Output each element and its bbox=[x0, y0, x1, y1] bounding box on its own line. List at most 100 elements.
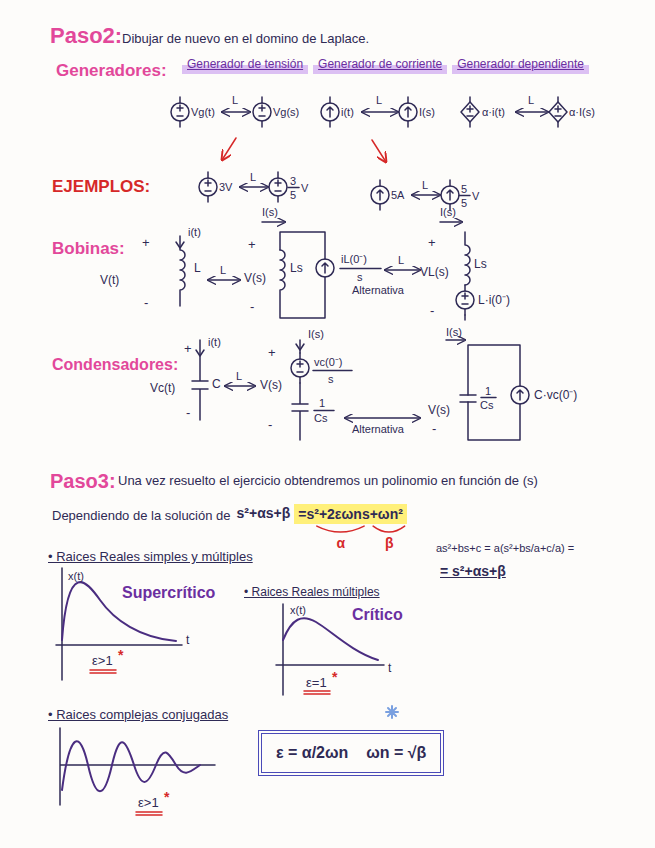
polarity-sign: - bbox=[268, 418, 272, 432]
drawn-path bbox=[90, 670, 116, 673]
drawn-use bbox=[456, 285, 474, 315]
drawn-line bbox=[208, 279, 240, 281]
drawn-line bbox=[345, 417, 420, 419]
response-charts bbox=[56, 568, 398, 815]
drawn-path bbox=[468, 345, 520, 395]
unit-label: V bbox=[301, 182, 308, 194]
step-text: Una vez resuelto el ejercicio obtendremo… bbox=[118, 474, 538, 488]
drawn-path bbox=[372, 140, 386, 162]
unit-label: V bbox=[472, 190, 479, 202]
fraction-numerator: 1 bbox=[485, 385, 491, 397]
inductor-circuits bbox=[176, 222, 474, 320]
formula-box: ε = α/2ωnωn = √β bbox=[258, 730, 444, 776]
laplace-label: L bbox=[220, 264, 226, 276]
drawn-line bbox=[362, 111, 398, 113]
note-text: Alternativa bbox=[352, 423, 404, 435]
fraction-denominator: s bbox=[357, 271, 363, 283]
laplace-label: L bbox=[376, 94, 382, 106]
fraction-numerator: 3 bbox=[290, 175, 296, 187]
current-label: I(s) bbox=[262, 206, 278, 218]
drawn-use bbox=[199, 172, 217, 202]
fraction-numerator: vc(0⁻) bbox=[314, 356, 342, 368]
drawn-use bbox=[399, 97, 417, 127]
drawn-use bbox=[291, 353, 309, 383]
polarity-sign: - bbox=[432, 422, 436, 436]
node-text: Generador dependiente bbox=[457, 58, 584, 72]
section-heading: Condensadores: bbox=[52, 356, 178, 374]
drawn-path bbox=[446, 339, 465, 341]
laplace-label: L bbox=[250, 171, 256, 183]
drawn-use bbox=[171, 97, 189, 127]
drawn-path bbox=[292, 383, 308, 440]
drawn-line bbox=[516, 111, 548, 113]
polarity-sign: + bbox=[268, 346, 276, 360]
header-band: Generador dependiente bbox=[452, 56, 589, 74]
current-label: I(s) bbox=[446, 326, 462, 338]
drawn-path bbox=[283, 618, 378, 660]
fraction-numerator: iL(0⁻) bbox=[341, 253, 367, 265]
drawn-path bbox=[176, 242, 184, 248]
voltage-label: VL(s) bbox=[420, 266, 449, 279]
component-value: Ls bbox=[474, 258, 487, 271]
node-text: ε = α/2ωn bbox=[276, 744, 348, 762]
drawn-use bbox=[441, 180, 459, 210]
formula-marks bbox=[317, 526, 405, 532]
component-value: L bbox=[194, 262, 201, 275]
axis-label: t bbox=[186, 634, 189, 647]
chart-title: Crítico bbox=[352, 606, 403, 624]
section-heading: EJEMPLOS: bbox=[52, 178, 150, 197]
asterisk-mark: * bbox=[118, 648, 123, 663]
polarity-sign: - bbox=[250, 300, 254, 314]
drawn-path bbox=[440, 221, 462, 223]
bracket-arc bbox=[317, 526, 364, 532]
fraction-denominator: Cs bbox=[314, 412, 327, 424]
step-heading: Paso3: bbox=[50, 470, 116, 492]
asterisk-mark: * bbox=[332, 670, 337, 685]
capacitor-circuits bbox=[192, 340, 529, 440]
voltage-label: V(s) bbox=[428, 404, 450, 417]
formula: s²+αs+β bbox=[237, 506, 291, 521]
node-text: Generador de corriente bbox=[318, 58, 442, 72]
node-text: Generador de tensión bbox=[187, 58, 303, 72]
component-value: C bbox=[212, 378, 221, 391]
step-text: Dibujar de nuevo en el domino de Laplace… bbox=[122, 32, 369, 46]
drawn-use bbox=[549, 97, 567, 127]
drawn-path bbox=[460, 395, 476, 402]
polarity-sign: + bbox=[248, 238, 256, 252]
drawn-path bbox=[192, 340, 208, 420]
highlight-formula: =s²+2εωns+ωn² bbox=[294, 504, 407, 524]
polarity-sign: + bbox=[142, 236, 150, 250]
fraction-numerator: 1 bbox=[319, 397, 325, 409]
source-value: 3V bbox=[219, 181, 232, 193]
drawn-path bbox=[465, 232, 470, 285]
fraction-denominator: 5 bbox=[461, 197, 467, 209]
generator-symbols bbox=[171, 97, 567, 162]
fraction-denominator: 5 bbox=[290, 189, 296, 201]
header-band: Generador de corriente bbox=[313, 56, 447, 74]
drawn-path bbox=[386, 706, 398, 718]
drawn-path bbox=[280, 232, 325, 259]
polarity-sign: + bbox=[428, 236, 436, 250]
fraction-denominator: Cs bbox=[480, 399, 493, 411]
source-label: Vg(s) bbox=[273, 106, 299, 118]
drawn-use bbox=[316, 259, 334, 277]
drawn-line bbox=[385, 269, 420, 271]
section-heading: Generadores: bbox=[56, 62, 167, 81]
current-label: i(t) bbox=[188, 226, 201, 238]
asterisk-mark: * bbox=[164, 790, 169, 805]
source-label: i(t) bbox=[341, 106, 354, 118]
polarity-sign: - bbox=[144, 296, 148, 310]
bullet-heading: • Raices Reales múltiples bbox=[244, 586, 380, 599]
drawn-path bbox=[468, 402, 520, 440]
drawn-line bbox=[340, 268, 381, 270]
example-symbols bbox=[199, 172, 470, 210]
chart-title: Supercrítico bbox=[122, 584, 215, 602]
laplace-label: L bbox=[398, 254, 404, 266]
polarity-sign: - bbox=[186, 406, 190, 420]
drawn-path bbox=[60, 728, 215, 805]
drawn-line bbox=[240, 186, 268, 188]
source-label: I(s) bbox=[419, 106, 435, 118]
condition-label: ε=1 bbox=[306, 676, 327, 690]
note-text: Alternativa bbox=[352, 284, 404, 296]
